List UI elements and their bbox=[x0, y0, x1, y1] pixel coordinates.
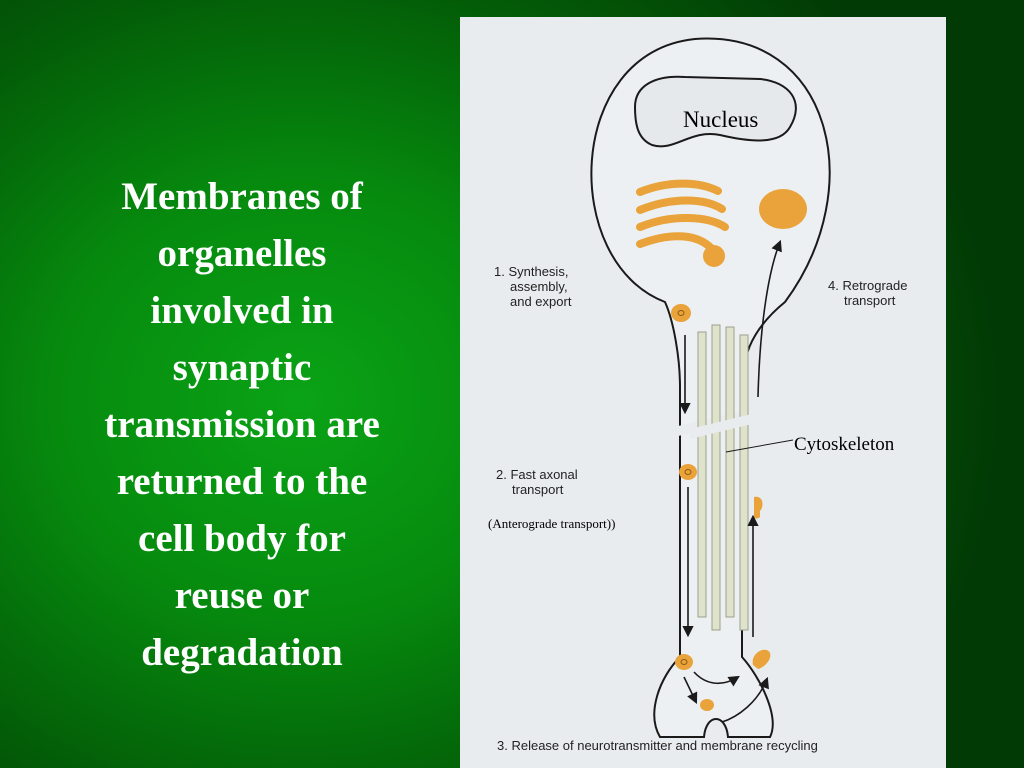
neuron-diagram: Nucleus 1. Synthesis, assembly, and expo… bbox=[460, 17, 946, 768]
neuron-outline bbox=[590, 37, 831, 738]
cytoskeleton-break bbox=[690, 412, 760, 439]
neuron-diagram-svg: Nucleus 1. Synthesis, assembly, and expo… bbox=[488, 37, 911, 753]
retrograde-label: 4. Retrograde transport bbox=[828, 278, 911, 308]
vesicles bbox=[671, 304, 771, 711]
cytoskeleton-tubes bbox=[697, 324, 749, 631]
synthesis-label: 1. Synthesis, assembly, and export bbox=[494, 264, 572, 309]
golgi-apparatus bbox=[636, 179, 729, 267]
retrograde-organelle bbox=[759, 189, 807, 229]
release-label: 3. Release of neurotransmitter and membr… bbox=[497, 738, 818, 753]
cytoskeleton-pointer bbox=[725, 439, 794, 453]
fast-axonal-label: 2. Fast axonal transport bbox=[496, 467, 581, 497]
cytoskeleton-label: Cytoskeleton bbox=[794, 434, 895, 455]
transport-arrows bbox=[679, 239, 782, 723]
anterograde-label: (Anterograde transport)) bbox=[488, 516, 615, 531]
slide-title: Membranes of organelles involved in syna… bbox=[104, 175, 380, 674]
nucleus-label: Nucleus bbox=[683, 107, 758, 132]
nucleus-shape bbox=[633, 75, 797, 148]
